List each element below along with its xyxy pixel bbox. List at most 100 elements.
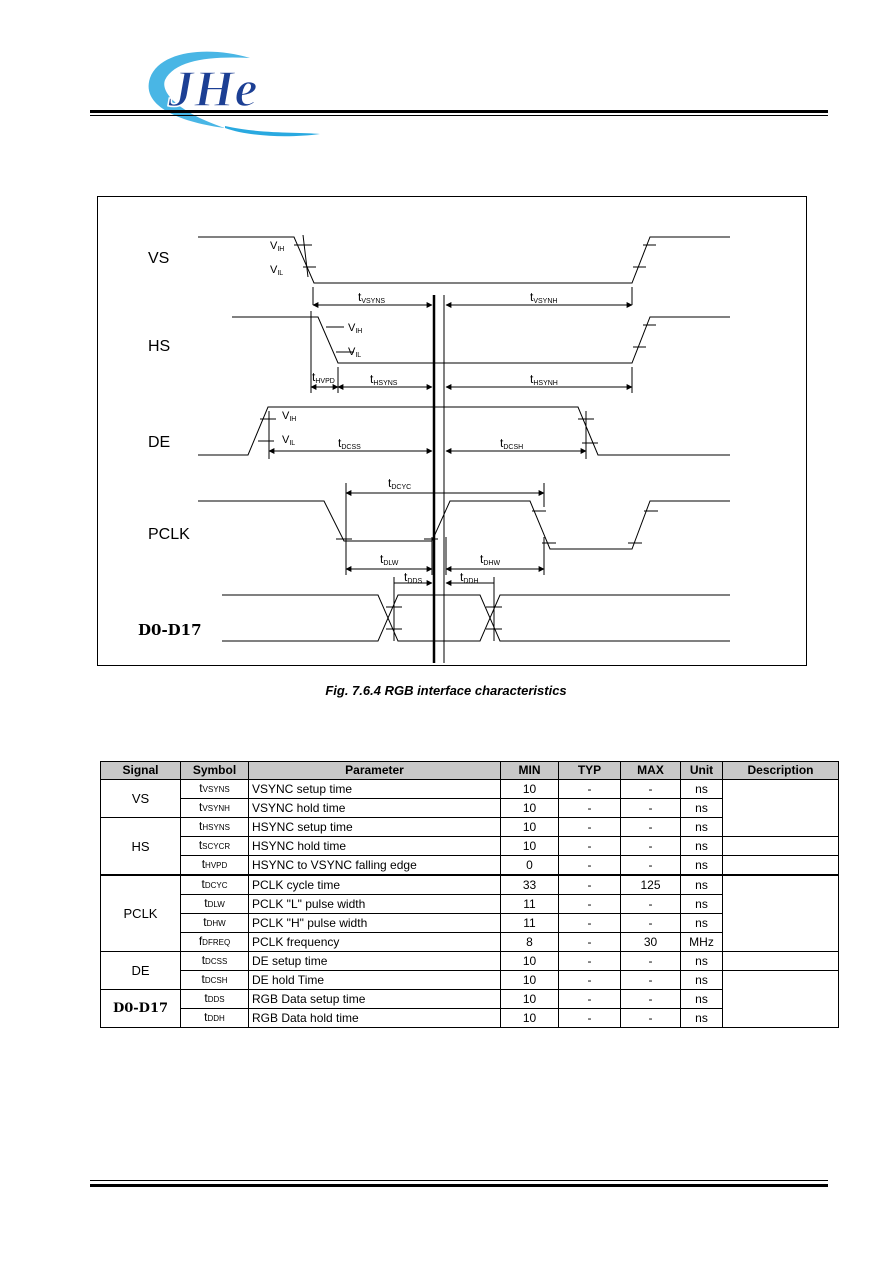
pclk-waveform — [198, 500, 730, 550]
typ-cell: - — [558, 970, 621, 990]
signal-label-data: D0-D17 — [138, 621, 202, 639]
table-header-row: Signal Symbol Parameter MIN TYP MAX Unit… — [100, 761, 839, 780]
max-cell: 125 — [620, 874, 681, 895]
min-cell: 10 — [500, 989, 559, 1009]
table-row: HS tHSYNS HSYNC setup time 10 - - ns — [100, 817, 839, 876]
symbol-cell: tDCSS — [180, 951, 249, 971]
table-row: DE tDCSS DE setup time 10 - - ns — [100, 951, 839, 990]
signal-label-hs: HS — [148, 338, 170, 355]
data-waveform-bottom — [222, 594, 730, 642]
max-cell: - — [620, 989, 681, 1009]
min-cell: 11 — [500, 894, 559, 914]
table-row: VS tVSYNS VSYNC setup time 10 - - ns — [100, 779, 839, 837]
label-tdlw: tDLW — [380, 552, 399, 567]
col-symbol: Symbol — [180, 761, 249, 780]
symbol-cell: tDCSH — [180, 970, 249, 990]
typ-cell: - — [558, 1008, 621, 1028]
parameter-cell: VSYNC setup time — [248, 779, 501, 799]
typ-cell: - — [558, 836, 621, 856]
signal-cell: VS — [100, 779, 181, 818]
typ-cell: - — [558, 894, 621, 914]
svg-text:VIL: VIL — [348, 346, 361, 359]
typ-cell: - — [558, 951, 621, 971]
signal-cell: D0-D17 — [100, 989, 181, 1028]
header-rule — [90, 110, 828, 113]
symbol-cell: tDHW — [180, 913, 249, 933]
svg-text:VIL: VIL — [282, 434, 295, 447]
label-thsynh: tHSYNH — [530, 372, 558, 387]
min-cell: 10 — [500, 798, 559, 818]
symbol-cell: tDDH — [180, 1008, 249, 1028]
signal-label-de: DE — [148, 434, 170, 451]
description-cell — [722, 779, 839, 837]
vs-waveform — [198, 236, 730, 284]
parameter-cell: DE setup time — [248, 951, 501, 971]
typ-cell: - — [558, 932, 621, 952]
max-cell: - — [620, 855, 681, 876]
max-cell: - — [620, 894, 681, 914]
footer-rule — [90, 1184, 828, 1187]
typ-cell: - — [558, 817, 621, 837]
header-rule-thin — [90, 115, 828, 116]
symbol-cell: fDFREQ — [180, 932, 249, 952]
label-thvpd: tHVPD — [312, 370, 335, 385]
table-row: tSCYCR HSYNC hold time 10 - - ns — [101, 836, 839, 856]
max-cell: - — [620, 913, 681, 933]
signal-cell: PCLK — [100, 874, 181, 952]
signal-cell: DE — [100, 951, 181, 990]
symbol-cell: tHVPD — [180, 855, 249, 876]
max-cell: - — [620, 836, 681, 856]
table-row: tDDH RGB Data hold time 10 - - ns — [101, 1008, 839, 1028]
company-logo: JHe — [148, 51, 320, 137]
unit-cell: ns — [680, 817, 723, 837]
typ-cell: - — [558, 779, 621, 799]
timing-diagram-svg: VS HS DE PCLK D0-D17 VIH VIL VIH VIL VIH… — [138, 234, 730, 663]
typ-cell: - — [558, 798, 621, 818]
svg-text:VIH: VIH — [270, 240, 284, 253]
signal-label-pclk: PCLK — [148, 526, 190, 543]
table-row: PCLK tDCYC PCLK cycle time 33 - 125 ns — [100, 874, 839, 952]
description-cell — [722, 970, 839, 1028]
timing-diagram: VS HS DE PCLK D0-D17 VIH VIL VIH VIL VIH… — [97, 196, 807, 666]
max-cell: - — [620, 798, 681, 818]
table-row: tDCSH DE hold Time 10 - - ns — [101, 970, 839, 1028]
unit-cell: ns — [680, 894, 723, 914]
col-min: MIN — [500, 761, 559, 780]
min-cell: 8 — [500, 932, 559, 952]
col-typ: TYP — [558, 761, 621, 780]
col-parameter: Parameter — [248, 761, 501, 780]
symbol-cell: tVSYNH — [180, 798, 249, 818]
label-tdcsh: tDCSH — [500, 436, 523, 451]
unit-cell: ns — [680, 1008, 723, 1028]
parameter-cell: RGB Data hold time — [248, 1008, 501, 1028]
svg-text:VIH: VIH — [348, 322, 362, 335]
symbol-cell: tDCYC — [180, 874, 249, 895]
label-tddh: tDDH — [460, 570, 479, 585]
parameter-cell: VSYNC hold time — [248, 798, 501, 818]
parameter-cell: PCLK "H" pulse width — [248, 913, 501, 933]
col-signal: Signal — [100, 761, 181, 780]
label-tdcss: tDCSS — [338, 436, 361, 451]
label-tvsynh: tVSYNH — [530, 290, 557, 305]
label-tvsyns: tVSYNS — [358, 290, 385, 305]
parameter-cell: HSYNC to VSYNC falling edge — [248, 855, 501, 876]
min-cell: 10 — [500, 779, 559, 799]
col-description: Description — [722, 761, 839, 780]
col-unit: Unit — [680, 761, 723, 780]
min-cell: 10 — [500, 836, 559, 856]
logo-tail — [225, 126, 320, 137]
figure-caption: Fig. 7.6.4 RGB interface characteristics — [325, 683, 567, 698]
de-waveform — [198, 406, 730, 456]
description-cell — [722, 836, 839, 856]
unit-cell: ns — [680, 836, 723, 856]
parameter-cell: RGB Data setup time — [248, 989, 501, 1009]
max-cell: - — [620, 970, 681, 990]
parameter-cell: PCLK frequency — [248, 932, 501, 952]
min-cell: 0 — [500, 855, 559, 876]
max-cell: 30 — [620, 932, 681, 952]
symbol-cell: tDDS — [180, 989, 249, 1009]
svg-text:VIL: VIL — [270, 264, 283, 277]
unit-cell: ns — [680, 855, 723, 876]
parameter-cell: HSYNC hold time — [248, 836, 501, 856]
timing-table: Signal Symbol Parameter MIN TYP MAX Unit… — [100, 761, 839, 1028]
